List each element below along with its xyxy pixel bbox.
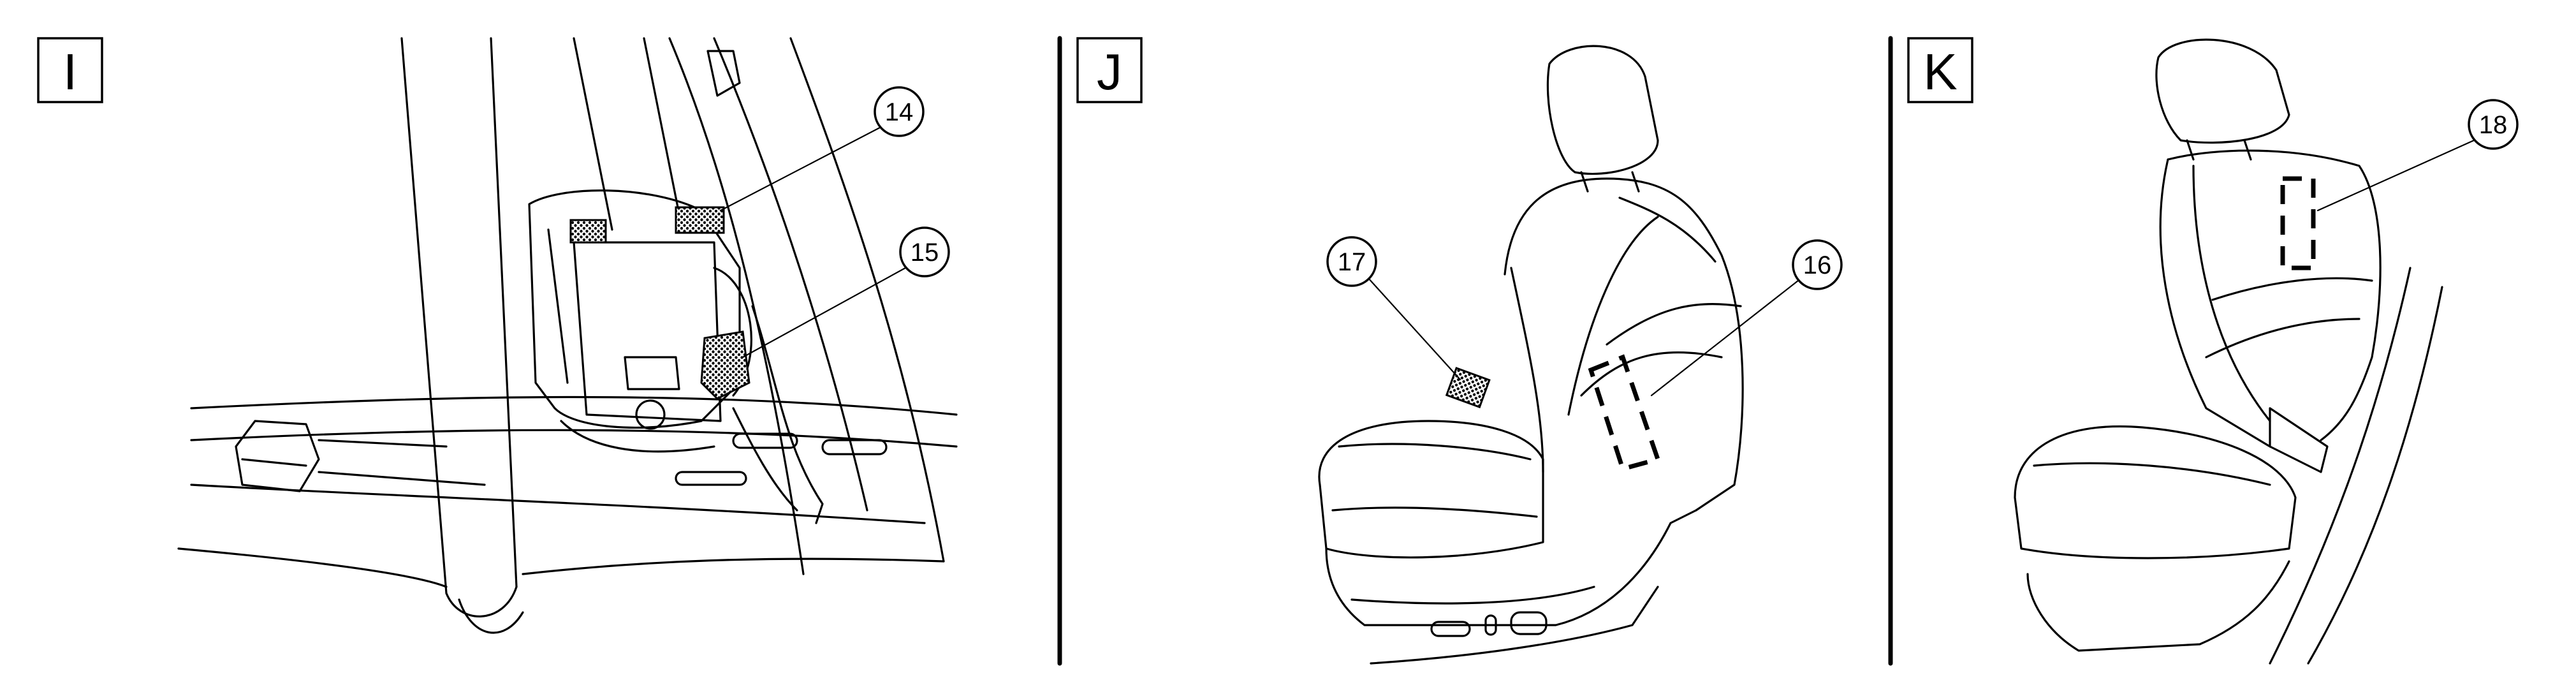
panel-i: I <box>37 37 958 634</box>
sensor-location-dashed <box>2280 176 2316 270</box>
seat-belt-retractor-illustration <box>177 37 958 634</box>
callout-17: 17 <box>1326 236 1461 381</box>
panel-k: K 18 <box>1907 37 2519 665</box>
panel-j-label-box <box>1076 37 1143 103</box>
front-seat-illustration <box>1318 45 1744 665</box>
sensor-location-dashed <box>1588 354 1661 472</box>
callout-16-number: 16 <box>1803 251 1832 279</box>
seat-rear-view-illustration <box>2014 38 2443 665</box>
panel-k-label: K <box>1923 43 1957 100</box>
callout-18-number: 18 <box>2479 111 2508 139</box>
callout-14-number: 14 <box>885 98 914 126</box>
callout-15-number: 15 <box>911 239 939 267</box>
panel-k-label-box <box>1907 37 1973 103</box>
panel-i-label: I <box>63 43 77 100</box>
callout-17-number: 17 <box>1338 248 1366 276</box>
panel-j-label: J <box>1097 43 1122 100</box>
tape-patch <box>675 206 725 234</box>
panel-j: J <box>1076 37 1843 665</box>
tape-patch <box>569 219 607 244</box>
callout-18: 18 <box>2316 99 2519 212</box>
callout-15: 15 <box>742 226 950 358</box>
callout-16: 16 <box>1650 239 1843 397</box>
tape-patch <box>700 330 750 400</box>
panel-i-label-box <box>37 37 103 103</box>
tape-patch <box>1445 367 1491 409</box>
callout-14: 14 <box>719 86 925 212</box>
